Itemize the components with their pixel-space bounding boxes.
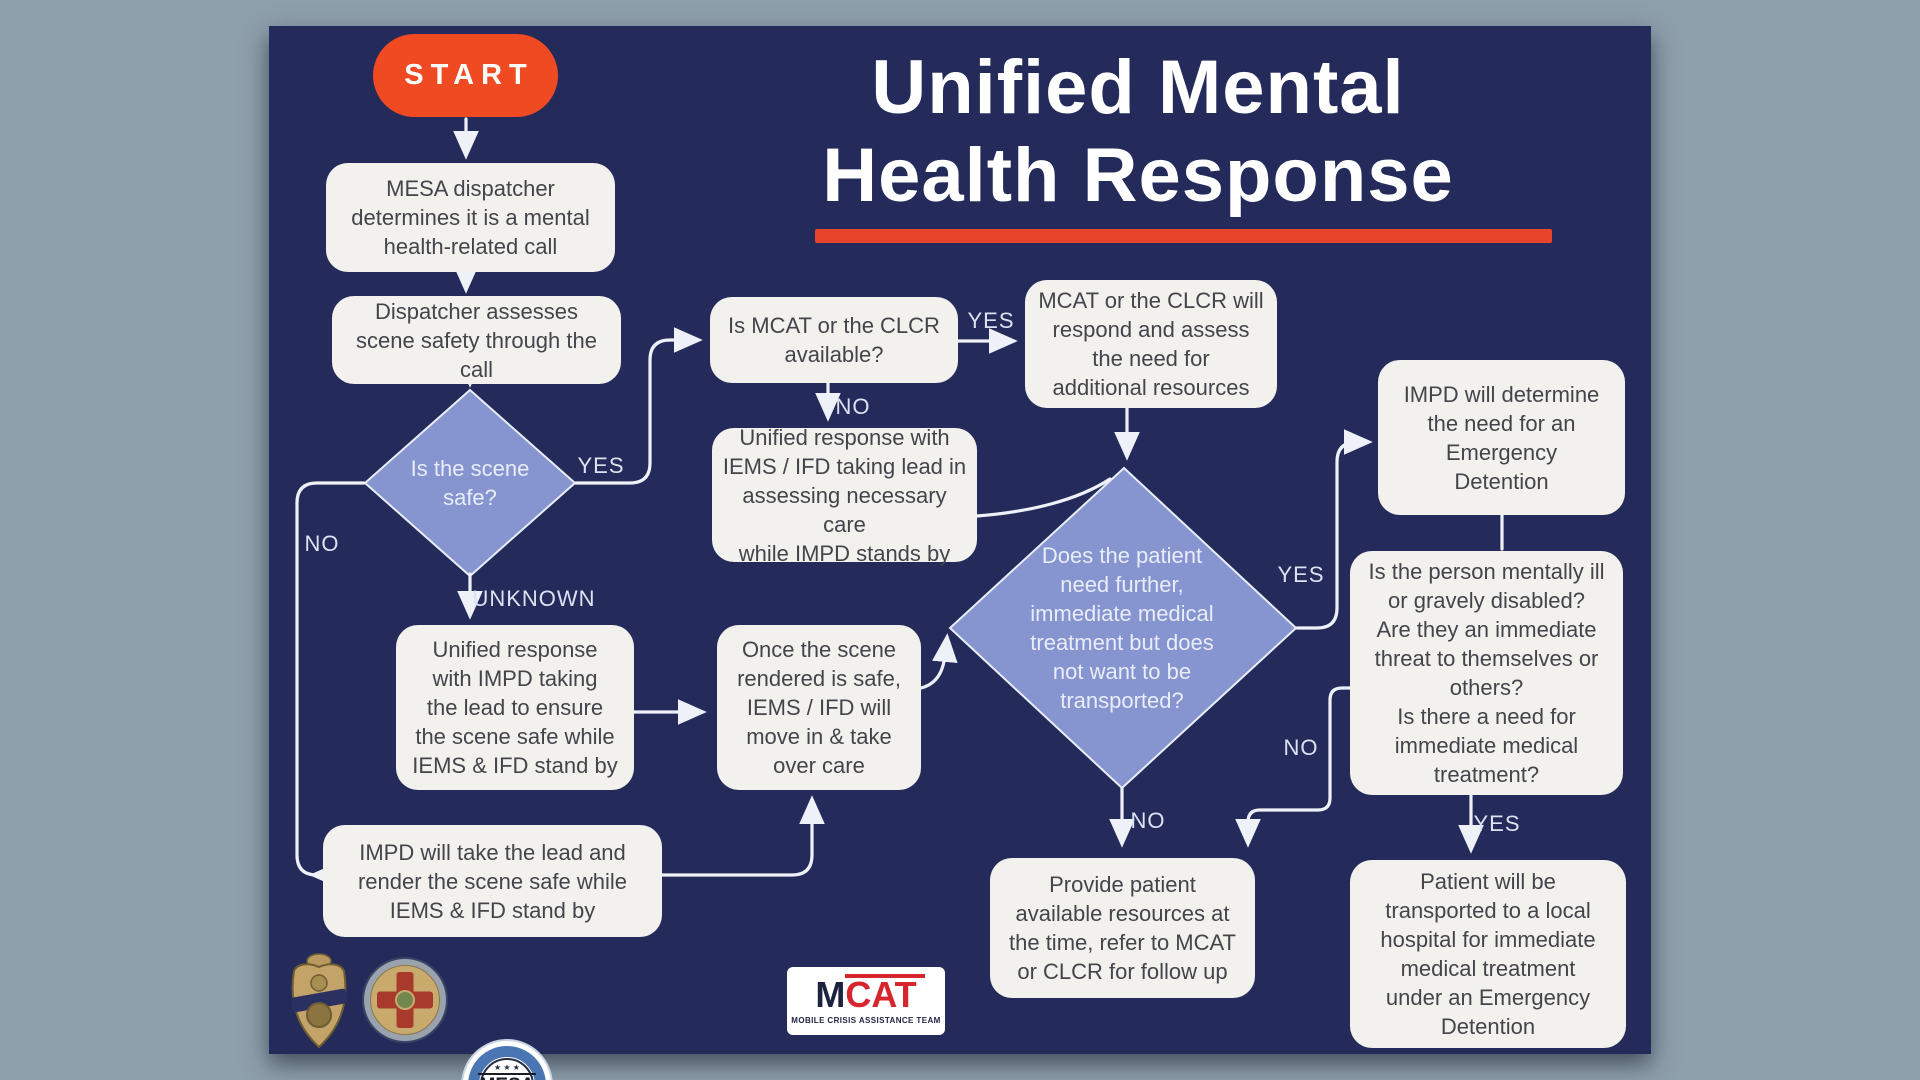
mcat-overline (845, 974, 925, 978)
label-person-mentally-ill-yes: YES (1473, 811, 1521, 836)
edge-scene-safe-yes (574, 327, 703, 485)
mesa-seal-center: ★ ★ ★ MESA ★ ★ ★ (463, 1041, 551, 1080)
node-patient-transported: Patient will be transported to a local h… (1350, 860, 1626, 1048)
edge-scene-safe-no (295, 481, 366, 888)
node-mesa-dispatcher: MESA dispatcher determines it is a menta… (326, 163, 615, 272)
page-title: Unified Mental Health Response (798, 44, 1478, 220)
node-mcat-respond: MCAT or the CLCR will respond and assess… (1025, 280, 1277, 408)
ifd-seal-logo (362, 957, 448, 1043)
mcat-tagline: MOBILE CRISIS ASSISTANCE TEAM (791, 1016, 941, 1025)
edge-impdlead-to-oncescene (660, 795, 825, 877)
mcat-letter-m: M (815, 974, 846, 1015)
impd-badge-icon (290, 953, 348, 1049)
node-impd-lead: IMPD will take the lead and render the s… (323, 825, 662, 937)
node-person-mentally-ill: Is the person mentally ill or gravely di… (1350, 551, 1623, 795)
edge-patient-further-yes (1295, 429, 1373, 630)
node-patient-further-text: Does the patient need further, immediate… (1030, 543, 1214, 713)
edge-unifiediems-elbow (975, 477, 1112, 518)
label-scene-safe-no: NO (304, 531, 340, 556)
mesa-seal-text: MESA (477, 1072, 537, 1080)
node-scene-safe-text: Is the scene safe? (410, 456, 530, 510)
title-line-1: Unified Mental (871, 45, 1405, 130)
node-once-scene: Once the scene rendered is safe, IEMS / … (717, 625, 921, 790)
mcat-letters-cat: CAT (845, 974, 925, 1013)
mesa-stars-top: ★ ★ ★ (494, 1062, 520, 1072)
label-scene-safe-yes: YES (577, 453, 625, 478)
node-unified-impd: Unified response with IMPD taking the le… (396, 625, 634, 790)
label-person-mentally-ill-no: NO (1283, 735, 1319, 760)
label-mcat-available-yes: YES (967, 308, 1015, 333)
edge-oncescene-to-diamond2 (919, 633, 958, 690)
node-impd-determine: IMPD will determine the need for an Emer… (1378, 360, 1625, 515)
title-underline (815, 229, 1552, 243)
node-mcat-available: Is MCAT or the CLCR available? (710, 297, 958, 383)
impd-badge-logo (288, 953, 350, 1056)
node-unified-iems: Unified response with IEMS / IFD taking … (712, 425, 977, 566)
node-dispatcher-assess: Dispatcher assesses scene safety through… (332, 296, 621, 384)
label-scene-safe-unknown: UNKNOWN (472, 586, 596, 611)
label-patient-further-no: NO (1130, 808, 1166, 833)
ifd-seal-center (395, 990, 415, 1010)
label-mcat-available-no: NO (835, 394, 871, 419)
title-line-2: Health Response (822, 133, 1454, 218)
label-patient-further-yes: YES (1277, 562, 1325, 587)
edge-person-mentally-ill-no (1235, 686, 1352, 848)
start-node: START (373, 34, 558, 117)
mesa-seal-logo: ★ ★ ★ MESA ★ ★ ★ (461, 1039, 553, 1080)
node-provide-resources: Provide patient available resources at t… (990, 858, 1255, 998)
